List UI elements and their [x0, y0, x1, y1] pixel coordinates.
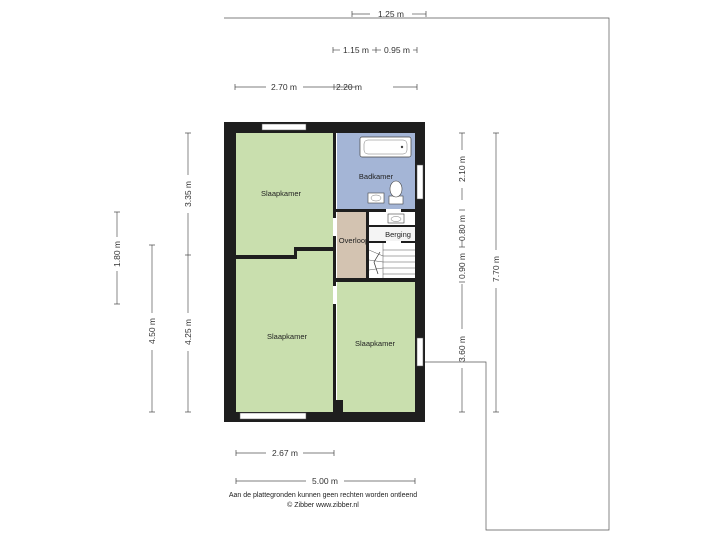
copyright-text: © Zibber www.zibber.nl	[287, 501, 359, 509]
dim-bottom-total: 5.00 m	[235, 476, 416, 486]
dim-label-right-total: 7.70 m	[491, 256, 501, 282]
dim-top-mid: 1.15 m 0.95 m	[332, 45, 418, 55]
bedroom-right-fill	[337, 282, 415, 412]
room-label-overloop: Overloop	[339, 236, 369, 245]
dim-left-4: 4.25 m	[183, 255, 193, 413]
windows	[239, 123, 424, 420]
toilet-icon	[388, 180, 404, 205]
dim-right-total: 7.70 m	[491, 132, 501, 413]
dim-left-1: 1.80 m	[112, 211, 122, 305]
dim-label-right-3: 0.90 m	[457, 253, 467, 279]
room-label-badkamer: Badkamer	[359, 172, 394, 181]
dim-bottom-1: 2.67 m	[235, 448, 335, 458]
dim-label-top-2: 0.95 m	[384, 45, 410, 55]
dim-label-right-4: 3.60 m	[457, 336, 467, 362]
door-openings	[333, 209, 401, 304]
staircase	[368, 243, 415, 278]
dim-label-bottom-1: 2.67 m	[272, 448, 298, 458]
room-label-slaapkamer-right: Slaapkamer	[355, 339, 396, 348]
dim-label-top-total: 1.25 m	[378, 9, 404, 19]
bedroom-top-left-fill	[236, 133, 334, 255]
storage-fill	[368, 227, 415, 241]
dim-label-left-3: 3.35 m	[183, 181, 193, 207]
walls	[224, 122, 425, 422]
bathtub-icon	[359, 136, 412, 158]
dim-label-left-1: 1.80 m	[112, 241, 122, 267]
bedroom-bottom-left-fill	[236, 251, 334, 412]
dim-label-right-2: 0.80 m	[457, 215, 467, 241]
dim-right-rooms: 2.10 m 0.80 m 0.90 m 3.60 m	[457, 132, 467, 413]
dim-label-left-2: 4.50 m	[147, 318, 157, 344]
dim-label-top-1: 1.15 m	[343, 45, 369, 55]
dim-label-top-3: 2.70 m	[271, 82, 297, 92]
hall-fill	[337, 211, 368, 280]
dim-top-rooms: 2.70 m 2.20 m	[234, 82, 418, 92]
room-label-slaapkamer-top: Slaapkamer	[261, 189, 302, 198]
washbasin-icon	[387, 213, 405, 224]
dim-label-left-4: 4.25 m	[183, 319, 193, 345]
disclaimer-text: Aan de plattegronden kunnen geen rechten…	[229, 492, 417, 499]
dim-label-bottom-total: 5.00 m	[312, 476, 338, 486]
dim-left-3: 3.35 m	[183, 132, 193, 256]
dim-top-total: 1.25 m	[351, 9, 427, 19]
room-label-slaapkamer-bottom: Slaapkamer	[267, 332, 308, 341]
dim-left-2: 4.50 m	[147, 244, 157, 413]
dim-label-top-4: 2.20 m	[336, 82, 362, 92]
dim-label-right-1: 2.10 m	[457, 156, 467, 182]
room-label-berging: Berging	[385, 230, 411, 239]
roof-outline	[224, 17, 610, 531]
sink-icon	[367, 192, 385, 204]
